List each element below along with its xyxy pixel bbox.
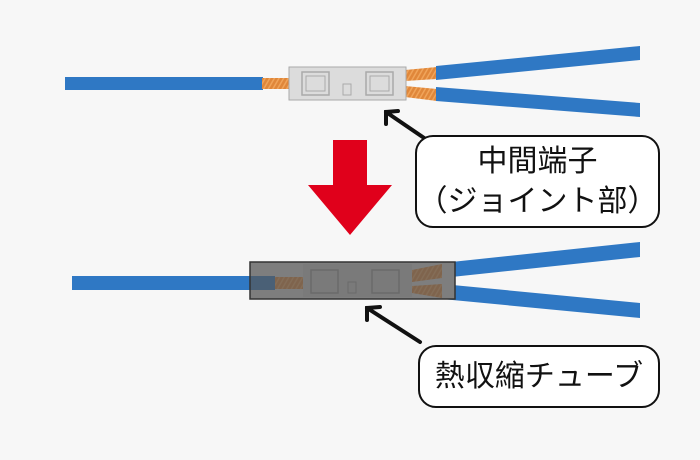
left-copper-strands xyxy=(262,78,290,89)
upper-right-wire xyxy=(442,242,640,278)
callout-tube: 熱収縮チューブ xyxy=(418,345,660,408)
down-arrow-icon xyxy=(308,140,392,235)
callout-joint-line1: 中間端子 xyxy=(477,143,598,179)
heat-shrink-tube xyxy=(249,261,456,300)
left-wire xyxy=(72,276,252,290)
left-wire xyxy=(65,77,263,90)
lower-copper-strands xyxy=(405,86,437,101)
butt-connector xyxy=(288,66,407,101)
callout-joint: 中間端子 （ジョイント部） xyxy=(415,135,660,228)
lower-right-wire xyxy=(442,284,640,318)
callout-tube-label: 熱収縮チューブ xyxy=(434,358,644,394)
pointer-arrow-tube xyxy=(365,305,422,344)
lower-right-wire xyxy=(436,87,640,117)
joint-assembly-after xyxy=(72,242,640,318)
callout-joint-line2: （ジョイント部） xyxy=(417,183,658,219)
joint-assembly-before xyxy=(65,46,640,117)
upper-copper-strands xyxy=(405,67,437,81)
upper-right-wire xyxy=(436,46,640,80)
